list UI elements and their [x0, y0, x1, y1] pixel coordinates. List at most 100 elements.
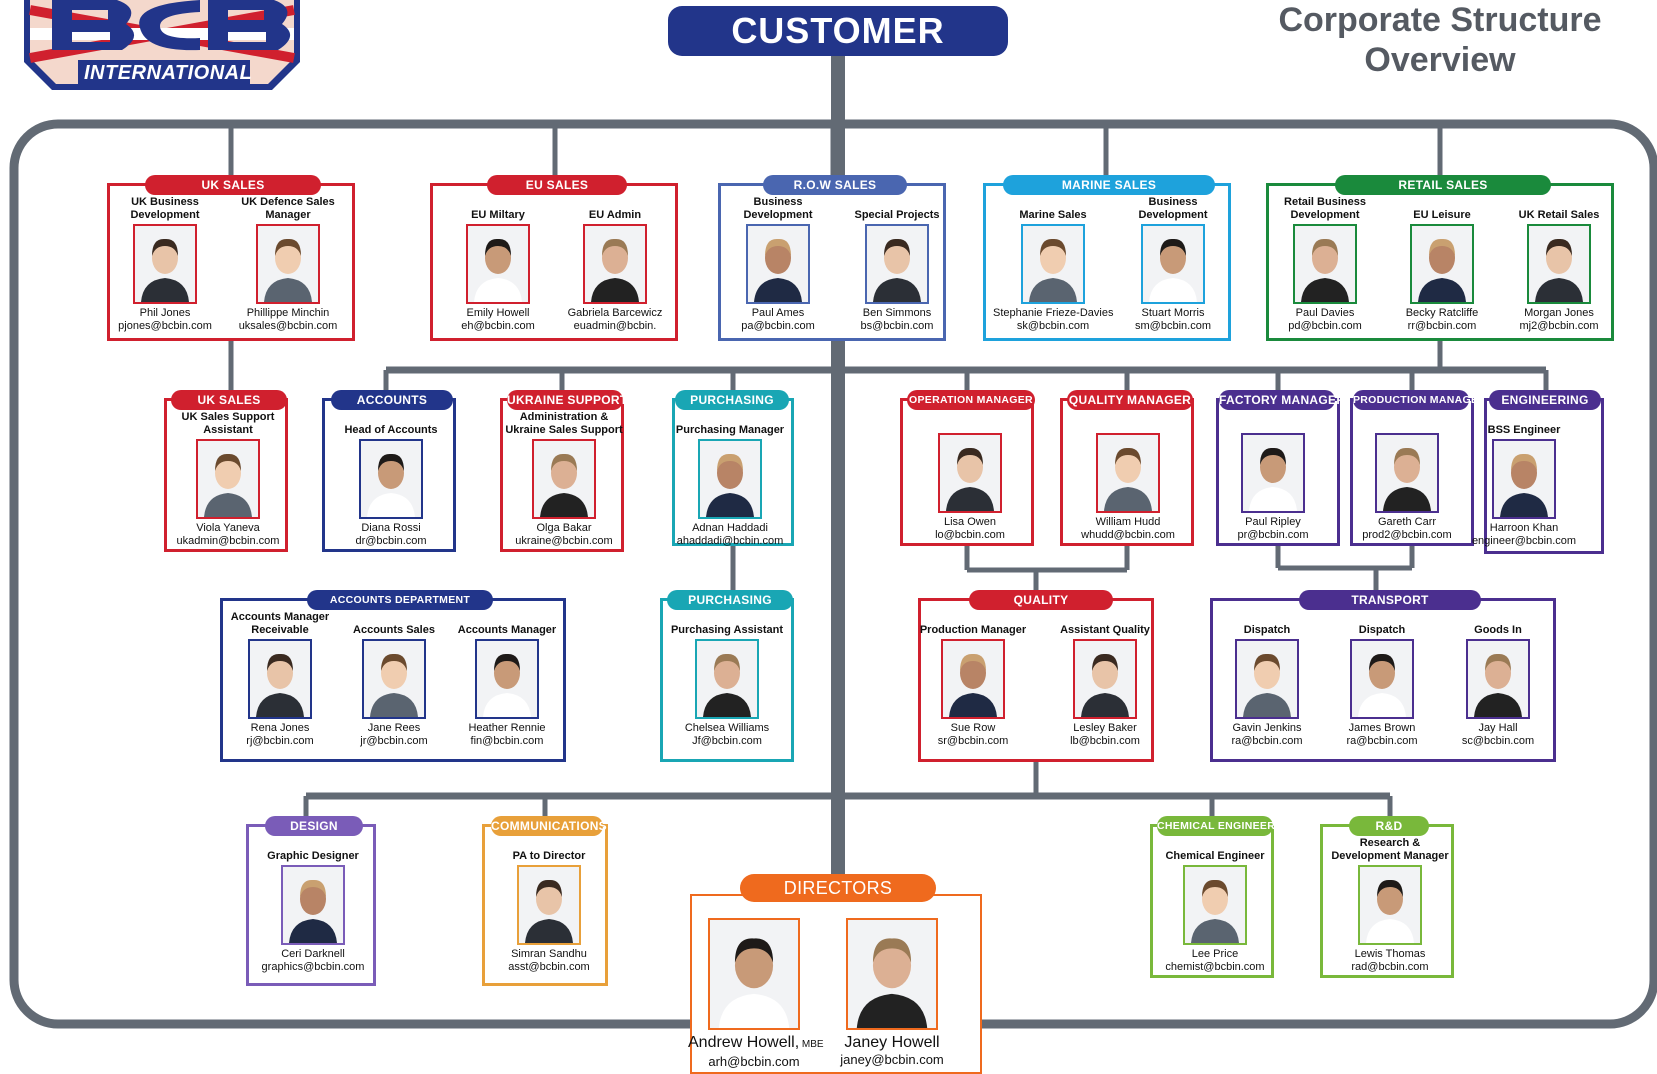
- person-photo: [941, 639, 1005, 719]
- person-email[interactable]: graphics@bcbin.com: [261, 961, 365, 973]
- person-email[interactable]: ra@bcbin.com: [1231, 735, 1303, 747]
- person-email[interactable]: rj@bcbin.com: [246, 735, 314, 747]
- person-email[interactable]: fin@bcbin.com: [470, 735, 544, 747]
- person-name: Lewis Thomas: [1354, 948, 1426, 960]
- person-name: Adnan Haddadi: [692, 522, 768, 534]
- director-name: Andrew Howell, MBE: [688, 1034, 824, 1051]
- person-email[interactable]: prod2@bcbin.com: [1362, 529, 1452, 541]
- person-email[interactable]: whudd@bcbin.com: [1081, 529, 1175, 541]
- page-title: Corporate Structure Overview: [1230, 0, 1650, 80]
- person-role: Marine Sales: [1019, 209, 1087, 221]
- person-photo: [248, 639, 312, 719]
- person-name: William Hudd: [1095, 516, 1161, 528]
- person-email[interactable]: rad@bcbin.com: [1351, 961, 1429, 973]
- dept-label: PRODUCTION MANAGER: [1353, 390, 1486, 410]
- person-email[interactable]: eh@bcbin.com: [461, 320, 535, 332]
- dept-label: MARINE SALES: [1003, 175, 1215, 195]
- person-photo: [583, 224, 647, 304]
- person-name: Viola Yaneva: [196, 522, 260, 534]
- person-email[interactable]: ra@bcbin.com: [1346, 735, 1418, 747]
- dept-label: DIRECTORS: [740, 874, 936, 902]
- person-photo: [1235, 639, 1299, 719]
- person-email[interactable]: pd@bcbin.com: [1288, 320, 1362, 332]
- person-role: BSS Engineer: [1487, 424, 1561, 436]
- person-photo: [746, 224, 810, 304]
- person-role: [1347, 403, 1467, 431]
- person-email[interactable]: lo@bcbin.com: [935, 529, 1005, 541]
- person-email[interactable]: ahaddadi@bcbin.com: [676, 535, 784, 547]
- dept-label: EU SALES: [487, 175, 627, 195]
- person-photo: [1527, 224, 1591, 304]
- director-photo: [846, 918, 938, 1030]
- person-email[interactable]: ukraine@bcbin.com: [515, 535, 613, 547]
- person-role: Accounts Manager Receivable: [230, 611, 330, 636]
- person-name: Becky Ratcliffe: [1405, 307, 1479, 319]
- bcb-logo: INTERNATIONAL: [22, 0, 302, 92]
- person-name: Harroon Khan: [1489, 522, 1559, 534]
- person-email[interactable]: jr@bcbin.com: [360, 735, 428, 747]
- person-email[interactable]: rr@bcbin.com: [1407, 320, 1477, 332]
- person-email[interactable]: pa@bcbin.com: [741, 320, 815, 332]
- person-role: Graphic Designer: [267, 850, 359, 862]
- person-role: Accounts Manager: [457, 624, 557, 636]
- person-role: [1068, 403, 1188, 431]
- person-email[interactable]: lb@bcbin.com: [1070, 735, 1140, 747]
- person-email[interactable]: asst@bcbin.com: [508, 961, 590, 973]
- person-name: Lesley Baker: [1073, 722, 1137, 734]
- director-email[interactable]: janey@bcbin.com: [840, 1052, 944, 1067]
- person-email[interactable]: sm@bcbin.com: [1135, 320, 1211, 332]
- director-email[interactable]: arh@bcbin.com: [708, 1054, 800, 1069]
- person-name: Heather Rennie: [468, 722, 546, 734]
- person-name: Chelsea Williams: [684, 722, 770, 734]
- person-photo: [359, 439, 423, 519]
- person-email[interactable]: ukadmin@bcbin.com: [176, 535, 280, 547]
- person-role: [910, 403, 1030, 431]
- person-email[interactable]: euadmin@bcbin.: [573, 320, 657, 332]
- person-email[interactable]: sr@bcbin.com: [937, 735, 1009, 747]
- person-email[interactable]: uksales@bcbin.com: [238, 320, 338, 332]
- person-email[interactable]: mj2@bcbin.com: [1519, 320, 1599, 332]
- person-email[interactable]: pr@bcbin.com: [1237, 529, 1309, 541]
- page-title-line-2: Overview: [1364, 41, 1516, 79]
- dept-label: FACTORY MANAGER: [1219, 390, 1345, 410]
- person-role: EU Admin: [588, 209, 642, 221]
- person-email[interactable]: pjones@bcbin.com: [118, 320, 212, 332]
- person-role: Business Development: [1138, 196, 1208, 221]
- person-name: Stuart Morris: [1141, 307, 1205, 319]
- person-email[interactable]: engineer@bcbin.com: [1471, 535, 1577, 547]
- person-role: Chemical Engineer: [1165, 850, 1265, 862]
- person-email[interactable]: sk@bcbin.com: [1016, 320, 1090, 332]
- director-name: Janey Howell: [844, 1034, 940, 1051]
- person-email[interactable]: chemist@bcbin.com: [1165, 961, 1265, 973]
- director-photo: [708, 918, 800, 1030]
- person-email[interactable]: sc@bcbin.com: [1461, 735, 1535, 747]
- person-email[interactable]: bs@bcbin.com: [860, 320, 934, 332]
- person-role: Production Manager: [919, 624, 1027, 636]
- person-email[interactable]: Jf@bcbin.com: [692, 735, 762, 747]
- dept-label: RETAIL SALES: [1335, 175, 1551, 195]
- person-email[interactable]: dr@bcbin.com: [355, 535, 427, 547]
- dept-label: PURCHASING: [667, 590, 793, 610]
